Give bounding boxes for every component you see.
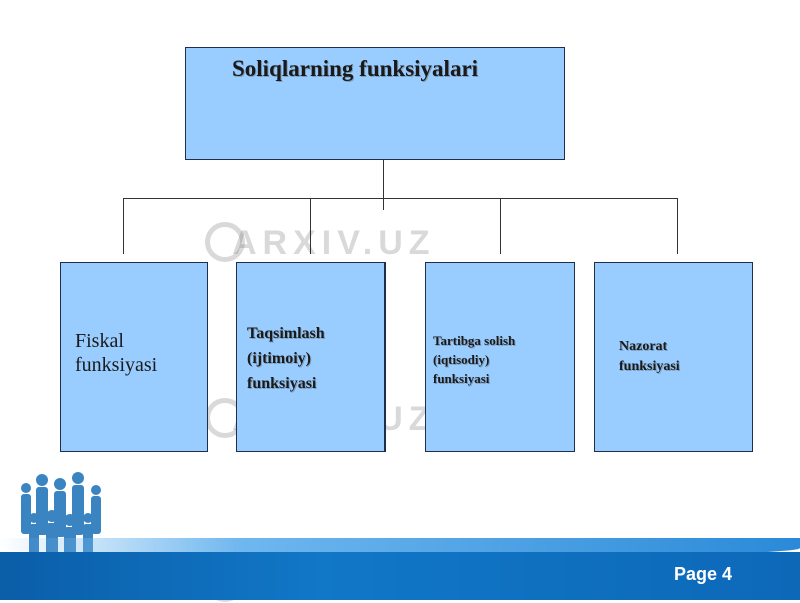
label-line: funksiyasi [247, 375, 317, 392]
connector-child-1 [123, 198, 124, 254]
watermark: ARXIV.UZ [232, 224, 436, 262]
connector-child-3 [500, 198, 501, 254]
label-line: (iqtisodiy) [433, 352, 490, 367]
node-label: Nazorat funksiyasi [619, 337, 680, 377]
node-label: Fiskal funksiyasi [75, 329, 157, 377]
label-line: Tartibga solish [433, 333, 516, 348]
node-control: Nazorat funksiyasi [594, 262, 753, 452]
page-number: Page 4 [673, 564, 732, 584]
label-line: funksiyasi [433, 371, 490, 386]
connector-horizontal [123, 198, 678, 199]
label-line: (ijtimoiy) [247, 350, 311, 367]
label-line: funksiyasi [75, 354, 158, 376]
node-regulation: Tartibga solish (iqtisodiy) funksiyasi [425, 262, 575, 452]
connector-child-2 [310, 198, 311, 254]
watermark-icon [205, 222, 245, 262]
node-label: Taqsimlash (ijtimoiy) funksiyasi [247, 321, 325, 396]
label-line: Taqsimlash [247, 325, 325, 342]
connector-child-4 [677, 198, 678, 254]
node-distribution: Taqsimlash (ijtimoiy) funksiyasi [236, 262, 386, 452]
root-node: Soliqlarning funksiyalari [185, 47, 565, 160]
label-line: funksiyasi [619, 359, 680, 374]
node-fiscal: Fiskal funksiyasi [60, 262, 208, 452]
connector-root-stem [383, 160, 384, 210]
label-line: Fiskal [75, 330, 124, 352]
label-line: Nazorat [619, 339, 668, 354]
footer-bar [0, 552, 800, 600]
node-label: Tartibga solish (iqtisodiy) funksiyasi [433, 331, 515, 388]
root-title: Soliqlarning funksiyalari [232, 56, 479, 81]
